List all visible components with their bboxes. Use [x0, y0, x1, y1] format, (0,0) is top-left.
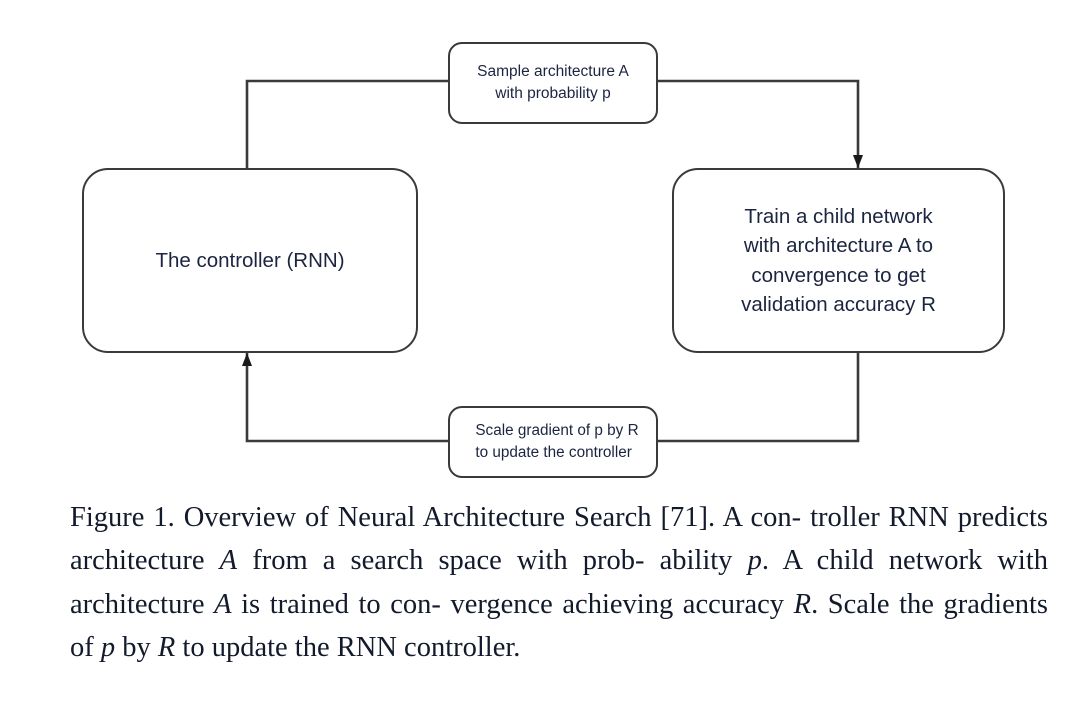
caption-var-r-2: R — [157, 631, 176, 663]
caption-line-1: Figure 1. Overview of Neural Architectur… — [70, 502, 802, 533]
caption-line-3-a: ability — [659, 545, 748, 577]
edge-sample-to-train — [655, 79, 863, 169]
caption-var-r-1: R — [793, 588, 812, 620]
caption-var-p-1: p — [747, 545, 762, 577]
controller-node[interactable]: The controller (RNN) — [82, 168, 418, 353]
caption-line-4-b: . Scale the gradients of — [70, 588, 1048, 663]
sample-architecture-label: Sample architecture A with probability p — [477, 63, 629, 102]
scale-gradient-node[interactable]: Scale gradient of p by R to update the c… — [448, 406, 658, 478]
edge-controller-to-sample — [245, 79, 450, 170]
edge-train-to-scale — [655, 351, 860, 443]
train-child-network-label: Train a child network with architecture … — [741, 205, 936, 316]
caption-line-2-b: from a search space with prob- — [237, 545, 645, 577]
caption-line-4-d: to — [175, 631, 205, 663]
caption-var-a-2: A — [214, 588, 232, 620]
caption-line-3-c: is trained to con- — [231, 588, 441, 620]
sample-architecture-node[interactable]: Sample architecture A with probability p — [448, 42, 658, 124]
caption-line-2-a: troller RNN predicts architecture — [70, 502, 1049, 577]
caption-line-3-b: . A child network with architecture — [70, 545, 1049, 620]
train-child-network-node[interactable]: Train a child network with architecture … — [672, 168, 1005, 353]
scale-gradient-label: Scale gradient of p by R to update the c… — [475, 422, 639, 461]
figure-caption: Figure 1. Overview of Neural Architectur… — [70, 496, 1048, 669]
caption-var-a-1: A — [219, 545, 238, 577]
caption-line-5: update the RNN controller. — [211, 631, 521, 663]
nas-cycle-diagram: Sample architecture A with probability p… — [82, 42, 1005, 478]
edge-scale-to-controller — [242, 352, 450, 443]
caption-line-4-c: by — [115, 631, 158, 663]
caption-var-p-2: p — [100, 631, 116, 663]
caption-line-4-a: vergence achieving accuracy — [450, 588, 794, 620]
controller-label: The controller (RNN) — [155, 248, 345, 272]
diagram-connectors — [242, 79, 863, 443]
